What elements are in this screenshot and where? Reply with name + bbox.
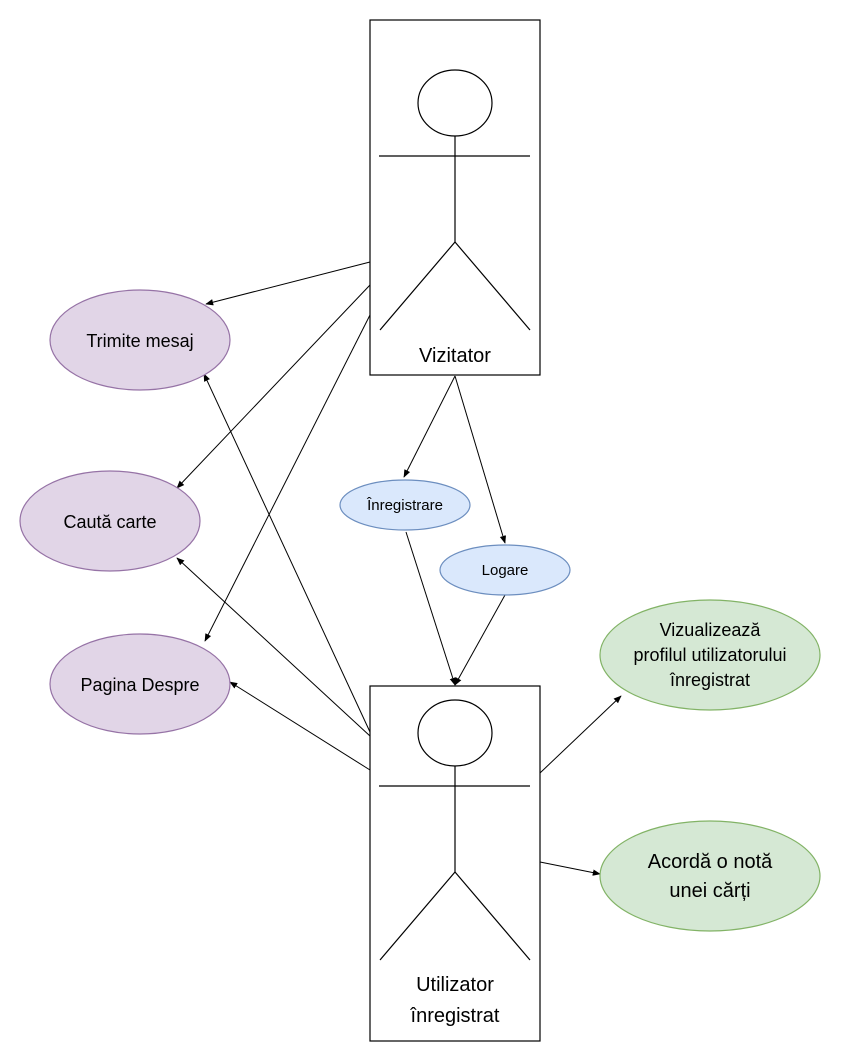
- use-case-logare-shape: [439, 544, 571, 596]
- use-case-trimite-mesaj-shape: [49, 289, 231, 391]
- use-case-pagina-despre: Pagina Despre: [49, 633, 231, 735]
- edge-vizitator-trimite-mesaj: [205, 261, 371, 306]
- use-case-trimite-mesaj-label: Trimite mesaj: [86, 331, 193, 351]
- use-case-vizualizeaza-profil-label-line1: Vizualizează: [660, 620, 762, 640]
- use-case-pagina-despre-shape: [49, 633, 231, 735]
- use-case-acorda-nota-shape: [599, 820, 821, 932]
- use-case-cauta-carte: Caută carte: [19, 470, 201, 572]
- use-case-vizualizeaza-profil-shape: [599, 599, 821, 711]
- edge-utilizator-cauta-carte: [176, 557, 371, 737]
- use-case-vizualizeaza-profil-label-line3: înregistrat: [669, 670, 750, 690]
- actor-utilizator-label-line2: înregistrat: [410, 1005, 500, 1027]
- actor-utilizator-label-line1: Utilizator: [416, 974, 494, 996]
- actor-utilizator-inregistrat: Utilizator înregistrat: [369, 685, 541, 1042]
- use-case-cauta-carte-label: Caută carte: [63, 512, 156, 532]
- use-case-acorda-nota-label-line1: Acordă o notă: [648, 851, 773, 873]
- edge-vizitator-logare: [454, 375, 507, 544]
- edge-utilizator-trimite-mesaj: [203, 373, 371, 733]
- stick-figure-icon: [379, 69, 531, 331]
- stick-figure-icon: [379, 699, 531, 961]
- use-case-logare-label: Logare: [482, 562, 529, 579]
- use-case-trimite-mesaj: Trimite mesaj: [49, 289, 231, 391]
- use-case-inregistrare: Înregistrare: [339, 479, 471, 531]
- use-case-vizualizeaza-profil: Vizualizează profilul utilizatorului înr…: [599, 599, 821, 711]
- actor-vizitator: Vizitator: [369, 19, 541, 376]
- actor-vizitator-label: Vizitator: [419, 345, 491, 367]
- edge-logare-utilizator: [454, 594, 506, 686]
- use-case-cauta-carte-shape: [19, 470, 201, 572]
- use-case-logare: Logare: [439, 544, 571, 596]
- edge-utilizator-pagina-despre: [229, 681, 371, 771]
- edge-vizitator-inregistrare: [403, 375, 456, 478]
- use-case-acorda-nota: Acordă o notă unei cărți: [599, 820, 821, 932]
- edge-vizitator-cauta-carte: [176, 284, 371, 489]
- use-case-pagina-despre-label: Pagina Despre: [80, 675, 199, 695]
- use-case-inregistrare-shape: [339, 479, 471, 531]
- connections: [176, 261, 622, 876]
- edge-utilizator-vizualizeaza-profil: [539, 695, 622, 774]
- use-case-acorda-nota-label-line2: unei cărți: [669, 880, 750, 902]
- use-case-vizualizeaza-profil-label-line2: profilul utilizatorului: [633, 645, 786, 665]
- use-case-inregistrare-label: Înregistrare: [366, 497, 443, 514]
- edge-utilizator-acorda-nota: [539, 861, 601, 876]
- edge-vizitator-pagina-despre: [204, 314, 371, 642]
- edge-inregistrare-utilizator: [405, 531, 456, 686]
